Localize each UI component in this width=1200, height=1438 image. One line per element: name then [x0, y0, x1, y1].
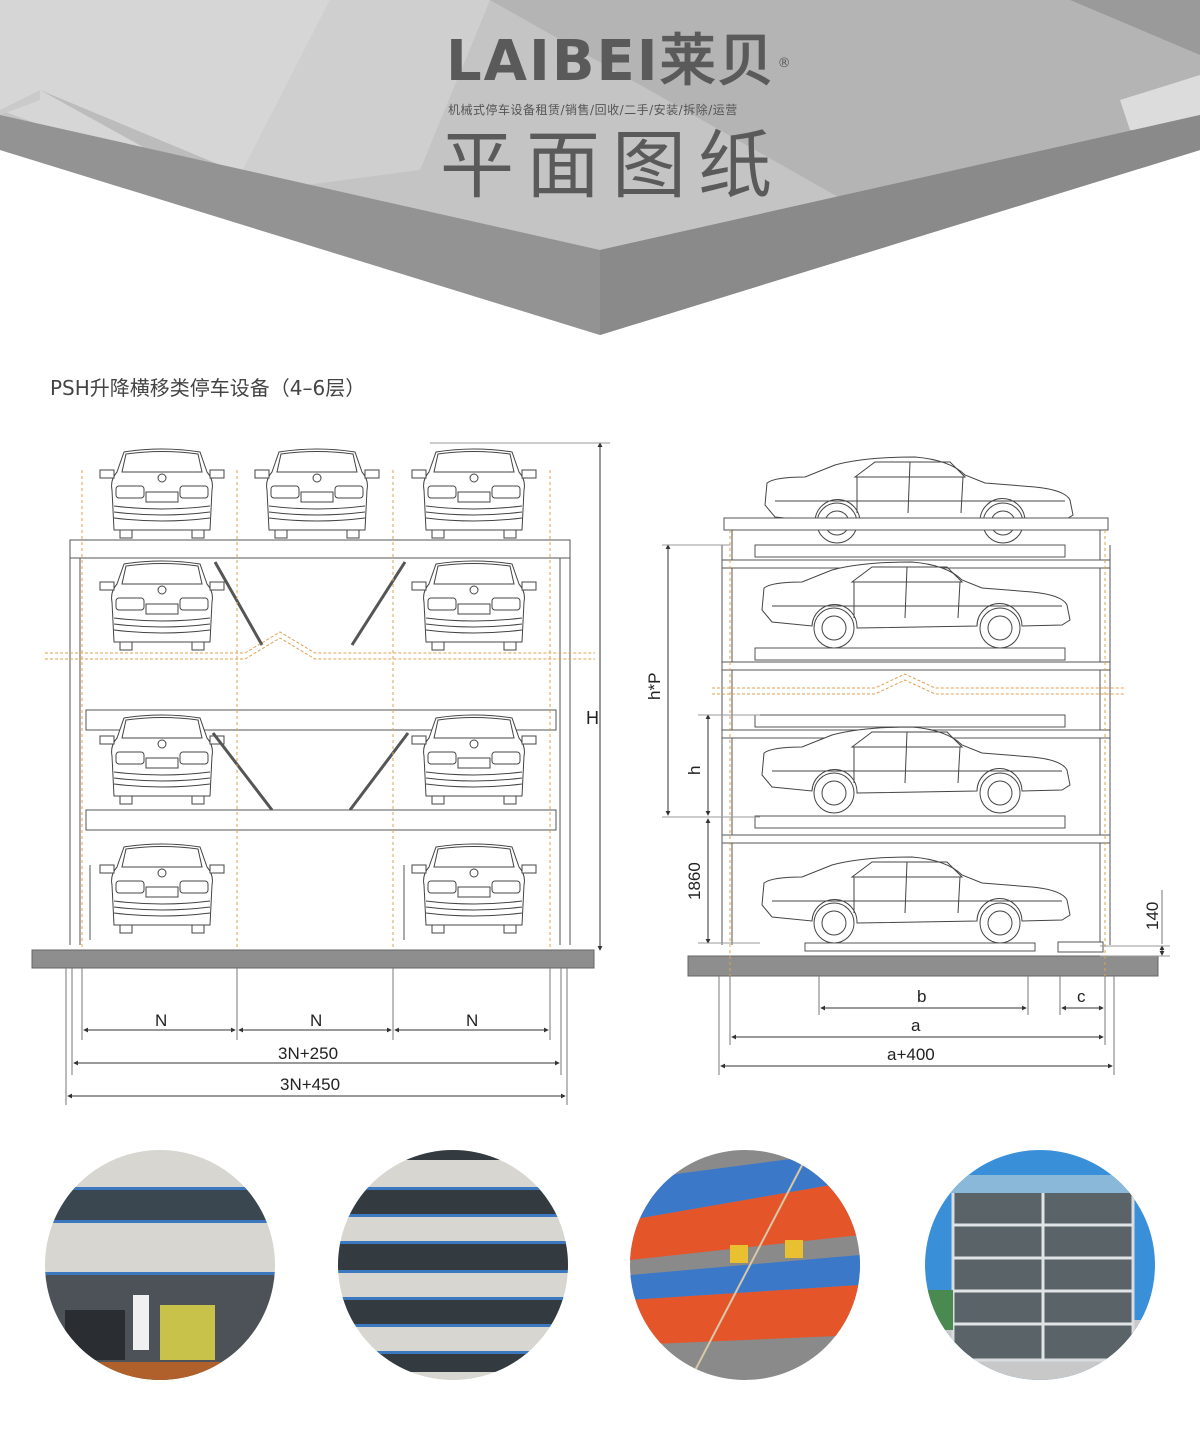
logo-cjk: 莱贝 [659, 29, 776, 94]
dim-1860: 1860 [685, 862, 704, 900]
photo-3 [630, 1150, 860, 1380]
dim-3N-250: 3N+250 [278, 1044, 338, 1063]
dim-N-1: N [155, 1011, 167, 1030]
section-title: PSH升降横移类停车设备（4–6层） [50, 376, 366, 400]
banner-background [0, 0, 1200, 335]
dim-a-400: a+400 [887, 1045, 935, 1064]
dim-hP: h*P [645, 673, 664, 700]
dim-c: c [1077, 987, 1086, 1006]
header-banner: LAIBEI莱贝® 机械式停车设备租赁/销售/回收/二手/安装/拆除/运营 平面… [0, 0, 1200, 335]
page-title: 平面图纸 [440, 123, 784, 209]
dim-a: a [911, 1016, 921, 1035]
dim-140: 140 [1143, 902, 1162, 930]
side-view: h*P h 1860 140 b c a a+400 [645, 456, 1170, 1075]
technical-drawing: H N N N 3N+250 3N+450 [31, 442, 1170, 1105]
tagline: 机械式停车设备租赁/销售/回收/二手/安装/拆除/运营 [448, 103, 738, 117]
dim-b: b [917, 987, 926, 1006]
photo-1 [45, 1150, 275, 1380]
dim-3N-450: 3N+450 [280, 1075, 340, 1094]
brand-logo: LAIBEI莱贝® [446, 32, 793, 92]
logo-latin: LAIBEI [446, 29, 660, 94]
registered-mark: ® [777, 56, 793, 71]
dim-h: h [685, 766, 704, 775]
photo-2 [338, 1150, 568, 1380]
front-view: H N N N 3N+250 3N+450 [31, 442, 610, 1105]
photo-4 [925, 1150, 1155, 1380]
dim-N-3: N [466, 1011, 478, 1030]
photo-strip [0, 1150, 1200, 1390]
dim-H: H [586, 708, 599, 728]
dim-N-2: N [310, 1011, 322, 1030]
